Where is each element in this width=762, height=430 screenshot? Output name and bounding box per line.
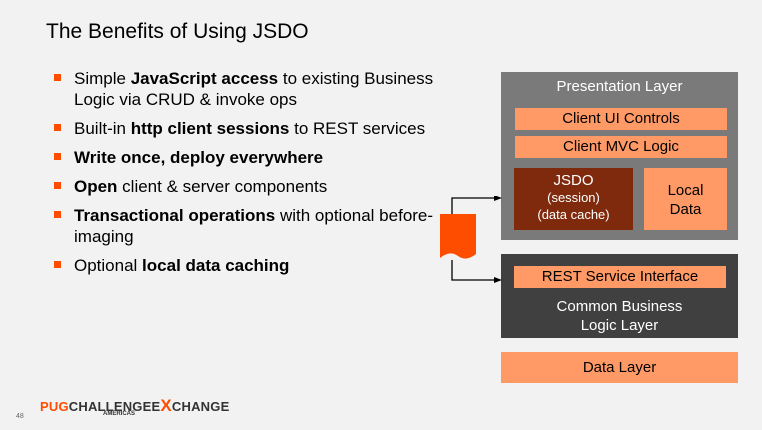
bullet-square-icon <box>54 261 61 268</box>
jsdo-cache-label: (data cache) <box>537 207 610 222</box>
bullet-square-icon <box>54 182 61 189</box>
bullet-item: Open client & server components <box>52 176 452 197</box>
bullet-square-icon <box>54 74 61 81</box>
bullet-item: Write once, deploy everywhere <box>52 147 452 168</box>
bullet-item: Simple JavaScript access to existing Bus… <box>52 68 452 110</box>
local-data-box: Local Data <box>644 168 727 230</box>
slide-title: The Benefits of Using JSDO <box>46 20 309 43</box>
jsdo-label: JSDO <box>553 172 594 189</box>
presentation-layer-label: Presentation Layer <box>556 78 683 95</box>
pug-challenge-logo: PUGCHALLENGEEXCHANGE <box>40 396 230 415</box>
business-logic-label: Common Business Logic Layer <box>556 298 683 334</box>
client-ui-controls: Client UI Controls <box>515 108 727 130</box>
data-layer: Data Layer <box>501 352 738 383</box>
local-data-label-1: Local <box>667 182 704 199</box>
page-number: 48 <box>16 413 24 420</box>
bullet-list: Simple JavaScript access to existing Bus… <box>52 68 452 284</box>
bullet-square-icon <box>54 211 61 218</box>
bullet-item: Transactional operations with optional b… <box>52 205 452 247</box>
bullet-square-icon <box>54 124 61 131</box>
bullet-square-icon <box>54 153 61 160</box>
client-mvc-logic: Client MVC Logic <box>515 136 727 158</box>
logo-subtitle: AMERICAS <box>103 411 136 417</box>
jsdo-box: JSDO (session) (data cache) <box>514 168 633 230</box>
bullet-item: Built-in http client sessions to REST se… <box>52 118 452 139</box>
bullet-item: Optional local data caching <box>52 255 452 276</box>
jsdo-session-label: (session) <box>547 190 600 205</box>
local-data-label-2: Data <box>669 201 702 218</box>
rest-service-interface: REST Service Interface <box>514 266 726 288</box>
document-connector-icon <box>440 196 502 283</box>
